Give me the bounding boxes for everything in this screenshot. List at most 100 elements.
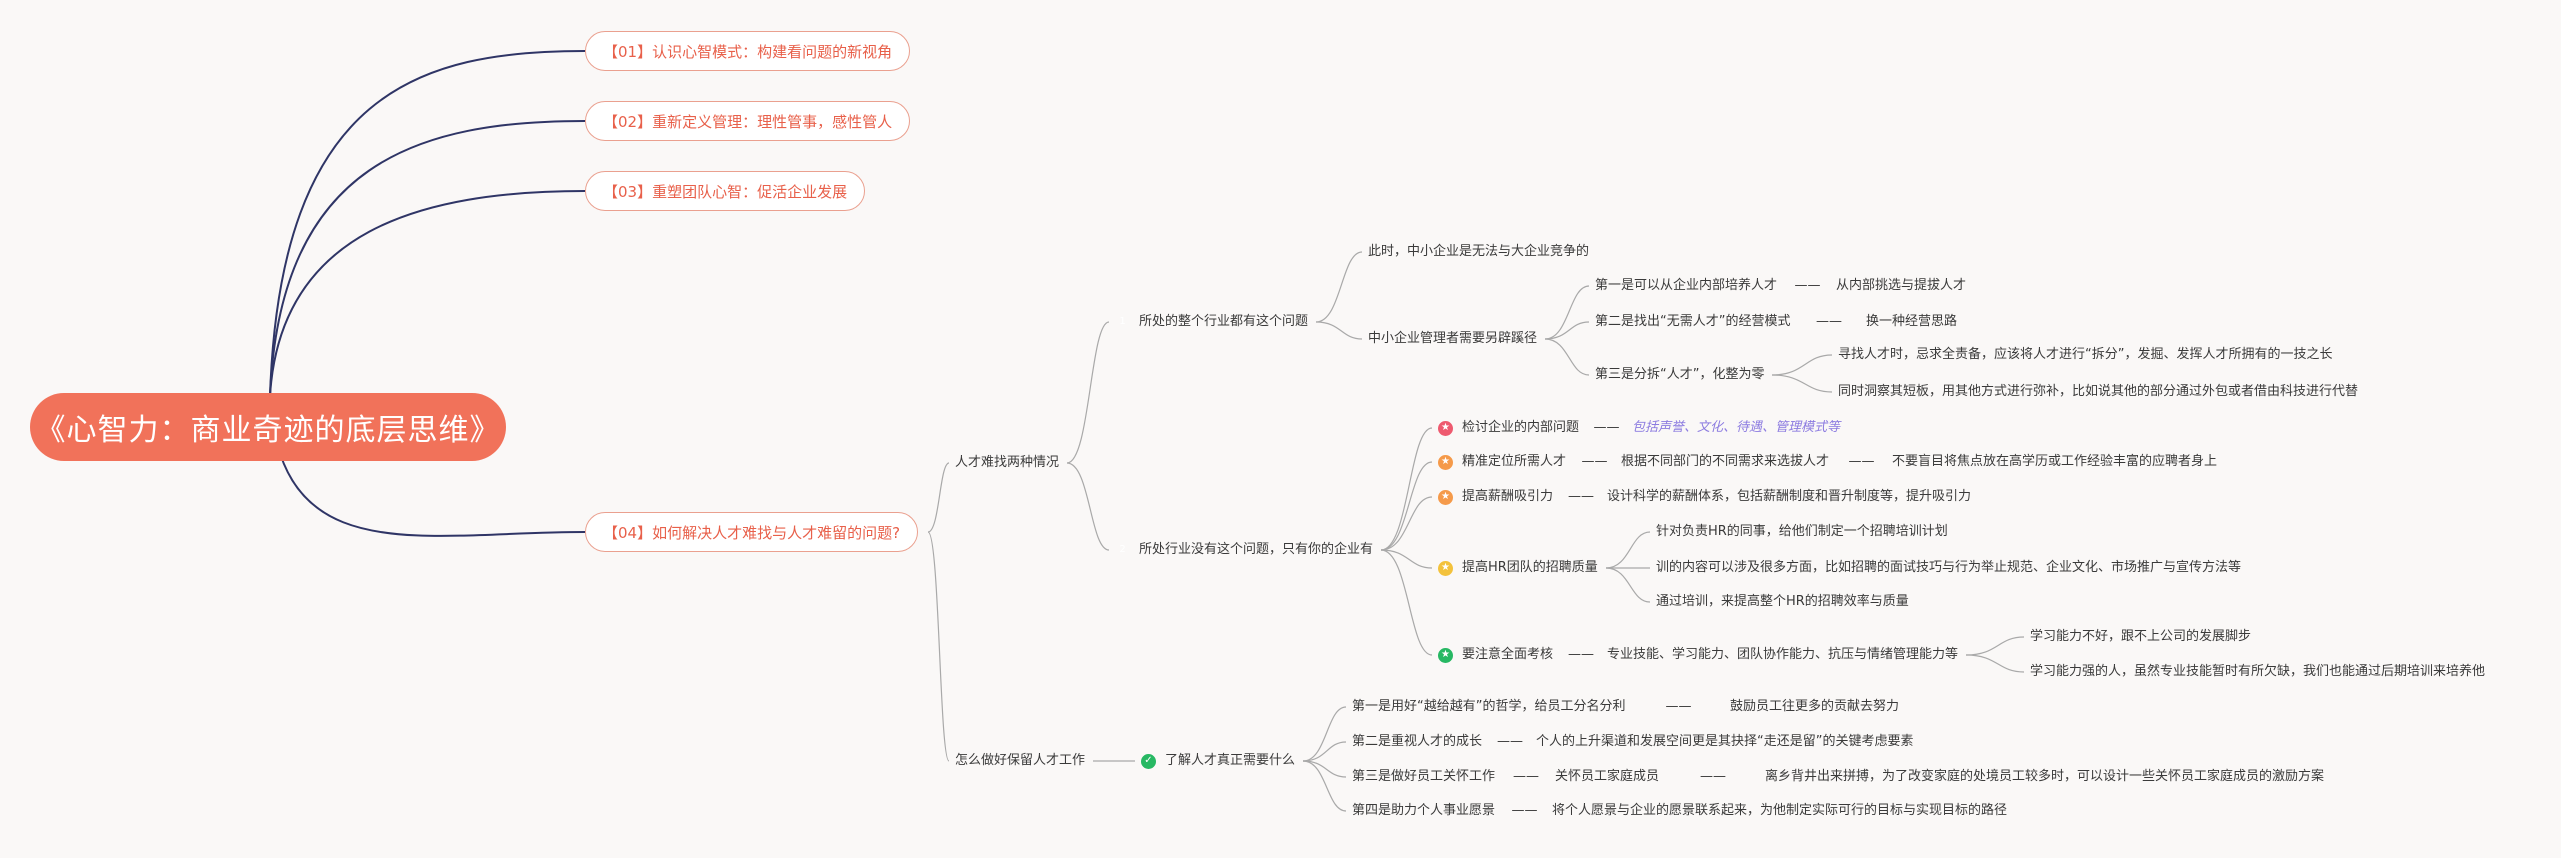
connector-w2 xyxy=(1544,321,1590,340)
node-label: 根据不同部门的不同需求来选拔人才 xyxy=(1621,454,1830,469)
connector-w1 xyxy=(1544,285,1590,340)
node-assessment-c[interactable]: 学习能力强的人，虽然专业技能暂时有所欠缺，我们也能通过后期培训来培养他 xyxy=(2030,663,2485,681)
node-way-3-detail-a[interactable]: 寻找人才时，忌求全责备，应该将人才进行“拆分”，发掘、发挥人才所拥有的一技之长 xyxy=(1838,346,2332,364)
node-cannot-compete[interactable]: 此时，中小企业是无法与大企业竞争的 xyxy=(1368,243,1589,261)
connector-s4 xyxy=(1380,549,1433,569)
dash-connector: —— xyxy=(1497,734,1523,749)
node-label: 通过培训，来提高整个HR的招聘效率与质量 xyxy=(1656,594,1909,609)
node-assessment-b[interactable]: 学习能力不好，跟不上公司的发展脚步 xyxy=(2030,628,2251,646)
connector-root-topic-03 xyxy=(269,190,586,397)
node-retain-3-detail[interactable]: 关怀员工家庭成员 xyxy=(1555,768,1659,786)
connector-s5 xyxy=(1380,549,1433,656)
node-way-1-detail[interactable]: 从内部挑选与提拔人才 xyxy=(1836,277,1966,295)
node-way-2[interactable]: 第二是找出“无需人才”的经营模式 xyxy=(1595,313,1790,331)
node-retain-1-detail[interactable]: 鼓励员工往更多的贡献去努力 xyxy=(1730,698,1899,716)
node-locate-talent-a[interactable]: 根据不同部门的不同需求来选拔人才 xyxy=(1621,453,1829,471)
star-orange-icon: ★ xyxy=(1438,454,1453,470)
dash-connector: —— xyxy=(1581,454,1608,469)
dash-connector: —— xyxy=(1816,314,1842,329)
node-hr-b[interactable]: 训的内容可以涉及很多方面，比如招聘的面试技巧与行为举止规范、企业文化、市场推广与… xyxy=(1656,559,2241,577)
node-understand-needs[interactable]: ✓了解人才真正需要什么 xyxy=(1141,752,1295,770)
star-yellow-icon: ★ xyxy=(1438,560,1453,576)
dash-connector: —— xyxy=(1593,420,1620,435)
node-label: 从内部挑选与提拔人才 xyxy=(1836,278,1967,293)
node-assessment[interactable]: ★要注意全面考核 xyxy=(1438,646,1553,664)
check-green-icon: ✓ xyxy=(1141,753,1156,769)
topic-03[interactable]: 【03】重塑团队心智：促活企业发展 xyxy=(585,171,866,211)
node-label: 怎么做好保留人才工作 xyxy=(955,753,1086,768)
connector-cannot_compete xyxy=(1315,251,1363,323)
priority-1-icon: 1 xyxy=(1119,316,1126,327)
connector-hard_find xyxy=(927,462,950,533)
node-retain-1[interactable]: 第一是用好“越给越有”的哲学，给员工分名分利 xyxy=(1352,698,1625,716)
node-way-2-detail[interactable]: 换一种经营思路 xyxy=(1866,313,1957,331)
connector-w3b xyxy=(1771,374,1833,393)
connector-root-topic-02 xyxy=(269,120,586,397)
node-retain-4[interactable]: 第四是助力个人事业愿景 xyxy=(1352,802,1495,820)
node-self-check[interactable]: ★ 检讨企业的内部问题 xyxy=(1438,419,1579,437)
node-way-1[interactable]: 第一是可以从企业内部培养人才 xyxy=(1595,277,1777,295)
connector-r2 xyxy=(1302,741,1347,762)
connector-s4c xyxy=(1605,567,1651,603)
node-label: 中小企业管理者需要另辟蹊径 xyxy=(1368,331,1538,346)
node-label: 所处的整个行业都有这个问题 xyxy=(1139,314,1309,329)
node-only-your-company[interactable]: 2 所处行业没有这个问题，只有你的企业有 xyxy=(1115,541,1373,559)
node-label: 所处行业没有这个问题，只有你的企业有 xyxy=(1139,542,1374,557)
dash-connector: —— xyxy=(1511,803,1538,818)
node-seek-path[interactable]: 中小企业管理者需要另辟蹊径 xyxy=(1368,330,1537,348)
node-retain-4-detail[interactable]: 将个人愿景与企业的愿景联系起来，为他制定实际可行的目标与实现目标的路径 xyxy=(1552,802,2007,820)
node-hr-a[interactable]: 针对负责HR的同事，给他们制定一个招聘培训计划 xyxy=(1656,523,1948,541)
node-label: 个人的上升渠道和发展空间更是其抉择“走还是留”的关键考虑要素 xyxy=(1536,734,1914,749)
root-topic[interactable]: 《心智力：商业奇迹的底层思维》 xyxy=(30,393,506,461)
node-label: 离乡背井出来拼搏，为了改变家庭的处境员工较多时，可以设计一些关怀员工家庭成员的激… xyxy=(1765,769,2325,784)
node-label: 提高薪酬吸引力 xyxy=(1462,489,1554,504)
priority-2-icon: 2 xyxy=(1119,544,1126,555)
node-self-check-note[interactable]: 包括声誉、文化、待遇、管理模式等 xyxy=(1632,419,1840,437)
node-label: 第二是重视人才的成长 xyxy=(1352,734,1483,749)
node-label: 学习能力不好，跟不上公司的发展脚步 xyxy=(2030,629,2252,644)
node-label: 第二是找出“无需人才”的经营模式 xyxy=(1595,314,1791,329)
node-locate-talent[interactable]: ★精准定位所需人才 xyxy=(1438,453,1566,471)
connector-r1 xyxy=(1302,706,1347,762)
node-label: 关怀员工家庭成员 xyxy=(1555,769,1660,784)
dash-connector: —— xyxy=(1794,278,1821,293)
node-label: 将个人愿景与企业的愿景联系起来，为他制定实际可行的目标与实现目标的路径 xyxy=(1552,803,2008,818)
node-label: 寻找人才时，忌求全责备，应该将人才进行“拆分”，发掘、发挥人才所拥有的一技之长 xyxy=(1838,347,2333,362)
node-retain-talent[interactable]: 怎么做好保留人才工作 xyxy=(955,752,1085,770)
node-label: 检讨企业的内部问题 xyxy=(1462,420,1580,435)
node-label: 第三是分拆“人才”，化整为零 xyxy=(1595,367,1765,382)
node-salary-detail[interactable]: 设计科学的薪酬体系，包括薪酬制度和晋升制度等，提升吸引力 xyxy=(1607,488,1971,506)
star-red-icon: ★ xyxy=(1438,420,1453,436)
node-locate-talent-b[interactable]: 不要盲目将焦点放在高学历或工作经验丰富的应聘者身上 xyxy=(1892,453,2217,471)
node-hr-c[interactable]: 通过培训，来提高整个HR的招聘效率与质量 xyxy=(1656,593,1909,611)
node-retain-3-extra[interactable]: 离乡背井出来拼搏，为了改变家庭的处境员工较多时，可以设计一些关怀员工家庭成员的激… xyxy=(1765,768,2324,786)
star-orange-icon: ★ xyxy=(1438,489,1453,505)
node-whole-industry[interactable]: 1 所处的整个行业都有这个问题 xyxy=(1115,313,1308,331)
topic-02[interactable]: 【02】重新定义管理：理性管事，感性管人 xyxy=(585,101,911,141)
node-label: 设计科学的薪酬体系，包括薪酬制度和晋升制度等，提升吸引力 xyxy=(1607,489,1972,504)
node-label: 第一是可以从企业内部培养人才 xyxy=(1595,278,1778,293)
connector-seek_path xyxy=(1315,321,1363,340)
node-salary[interactable]: ★ 提高薪酬吸引力 xyxy=(1438,488,1553,506)
dash-connector: —— xyxy=(1700,769,1726,784)
node-way-3[interactable]: 第三是分拆“人才”，化整为零 xyxy=(1595,366,1764,384)
node-label: 人才难找两种情况 xyxy=(955,455,1060,470)
star-green-icon: ★ xyxy=(1438,647,1453,663)
topic-01[interactable]: 【01】认识心智模式：构建看问题的新视角 xyxy=(585,31,911,71)
connector-s1 xyxy=(1380,427,1433,551)
node-way-3-detail-b[interactable]: 同时洞察其短板，用其他方式进行弥补，比如说其他的部分通过外包或者借由科技进行代替 xyxy=(1838,383,2358,401)
node-label: 专业技能、学习能力、团队协作能力、抗压与情绪管理能力等 xyxy=(1607,647,1959,662)
node-hr-quality[interactable]: ★提高HR团队的招聘质量 xyxy=(1438,559,1598,577)
node-label: 换一种经营思路 xyxy=(1866,314,1958,329)
node-assessment-detail[interactable]: 专业技能、学习能力、团队协作能力、抗压与情绪管理能力等 xyxy=(1607,646,1958,664)
connector-r3 xyxy=(1302,760,1347,778)
connector-only_you xyxy=(1066,462,1110,551)
node-retain-3[interactable]: 第三是做好员工关怀工作 xyxy=(1352,768,1495,786)
node-retain-2-detail[interactable]: 个人的上升渠道和发展空间更是其抉择“走还是留”的关键考虑要素 xyxy=(1536,733,1913,751)
node-retain-2[interactable]: 第二是重视人才的成长 xyxy=(1352,733,1482,751)
node-hard-to-find[interactable]: 人才难找两种情况 xyxy=(955,454,1059,472)
topic-04[interactable]: 【04】如何解决人才难找与人才难留的问题? xyxy=(585,512,919,552)
connector-s2 xyxy=(1380,461,1433,551)
